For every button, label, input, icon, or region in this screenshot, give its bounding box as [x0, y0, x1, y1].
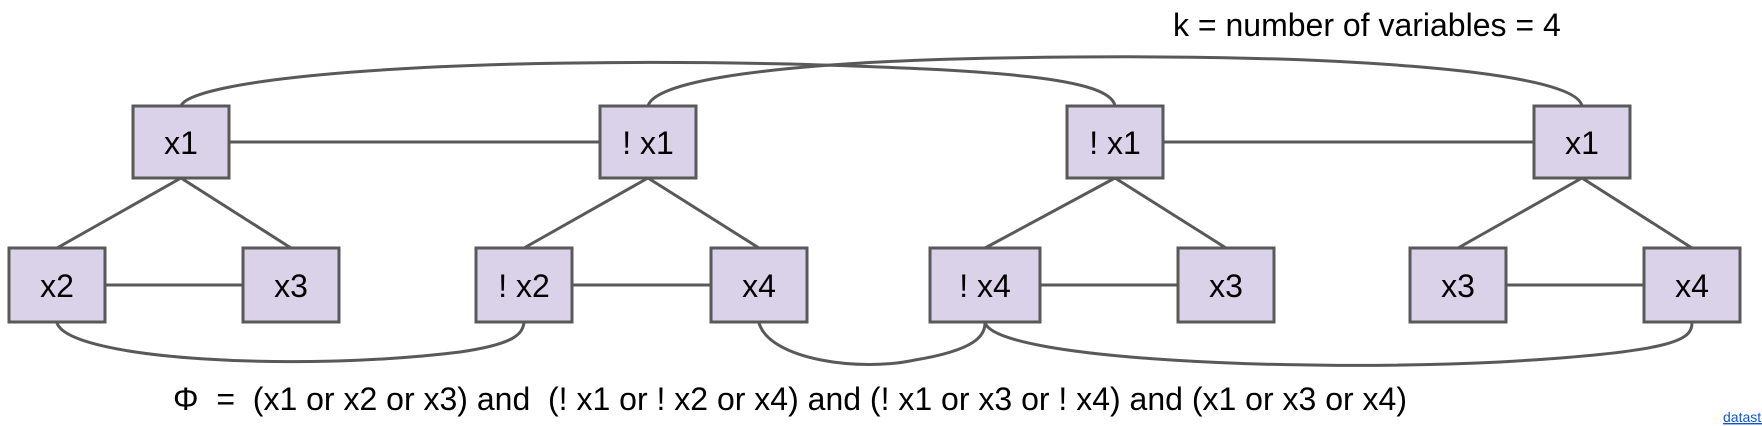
node-label: x2 — [40, 268, 74, 304]
node-label: ! x4 — [959, 268, 1011, 304]
edge-notx4-x4-arc — [983, 322, 1694, 367]
node-not-x2[interactable]: ! x2 — [474, 246, 574, 324]
edge-c1-top-left — [56, 176, 182, 250]
edge-notx1-x1-arc-2 — [646, 55, 1584, 107]
edge-c3-top-left — [984, 176, 1116, 250]
node-x1[interactable]: x1 — [1532, 104, 1632, 180]
clause-3-gadget: ! x1 ! x4 x3 — [928, 104, 1276, 324]
node-x3[interactable]: x3 — [1408, 246, 1508, 324]
triangle-edges — [56, 176, 1693, 287]
node-not-x1[interactable]: ! x1 — [598, 104, 698, 180]
edge-x1-notx1-arc-1 — [179, 60, 1117, 107]
node-label: x4 — [742, 268, 776, 304]
node-not-x4[interactable]: ! x4 — [928, 246, 1042, 324]
edge-c1-top-right — [180, 176, 292, 250]
node-label: x3 — [1209, 268, 1243, 304]
node-x3[interactable]: x3 — [241, 246, 341, 324]
node-label: x1 — [1565, 125, 1599, 161]
node-label: ! x1 — [622, 125, 674, 161]
node-x1[interactable]: x1 — [131, 104, 231, 180]
edge-c2-top-right — [647, 176, 760, 250]
edge-x2-notx2-arc — [55, 322, 526, 364]
edge-c3-top-right — [1114, 176, 1227, 250]
node-label: x3 — [274, 268, 308, 304]
node-label: ! x2 — [498, 268, 550, 304]
variable-count-caption: k = number of variables = 4 — [1173, 7, 1561, 43]
node-x4[interactable]: x4 — [709, 246, 809, 324]
node-label: x4 — [1675, 268, 1709, 304]
conflict-edges — [55, 55, 1694, 367]
node-x4[interactable]: x4 — [1642, 246, 1742, 324]
edge-c4-top-right — [1581, 176, 1693, 250]
edge-c4-top-left — [1457, 176, 1583, 250]
node-x2[interactable]: x2 — [7, 246, 107, 324]
clause-1-gadget: x1 x2 x3 — [7, 104, 341, 324]
clause-2-gadget: ! x1 ! x2 x4 — [474, 104, 809, 324]
formula-caption: Φ = (x1 or x2 or x3) and (! x1 or ! x2 o… — [173, 381, 1407, 417]
edge-x4-notx4-arc — [757, 322, 987, 366]
node-x3[interactable]: x3 — [1176, 246, 1276, 324]
node-label: x3 — [1441, 268, 1475, 304]
node-not-x1[interactable]: ! x1 — [1065, 104, 1165, 180]
node-label: ! x1 — [1089, 125, 1141, 161]
source-link[interactable]: datastructu — [1723, 409, 1762, 425]
node-label: x1 — [164, 125, 198, 161]
clause-4-gadget: x1 x3 x4 — [1408, 104, 1742, 324]
edge-c2-top-left — [523, 176, 649, 250]
